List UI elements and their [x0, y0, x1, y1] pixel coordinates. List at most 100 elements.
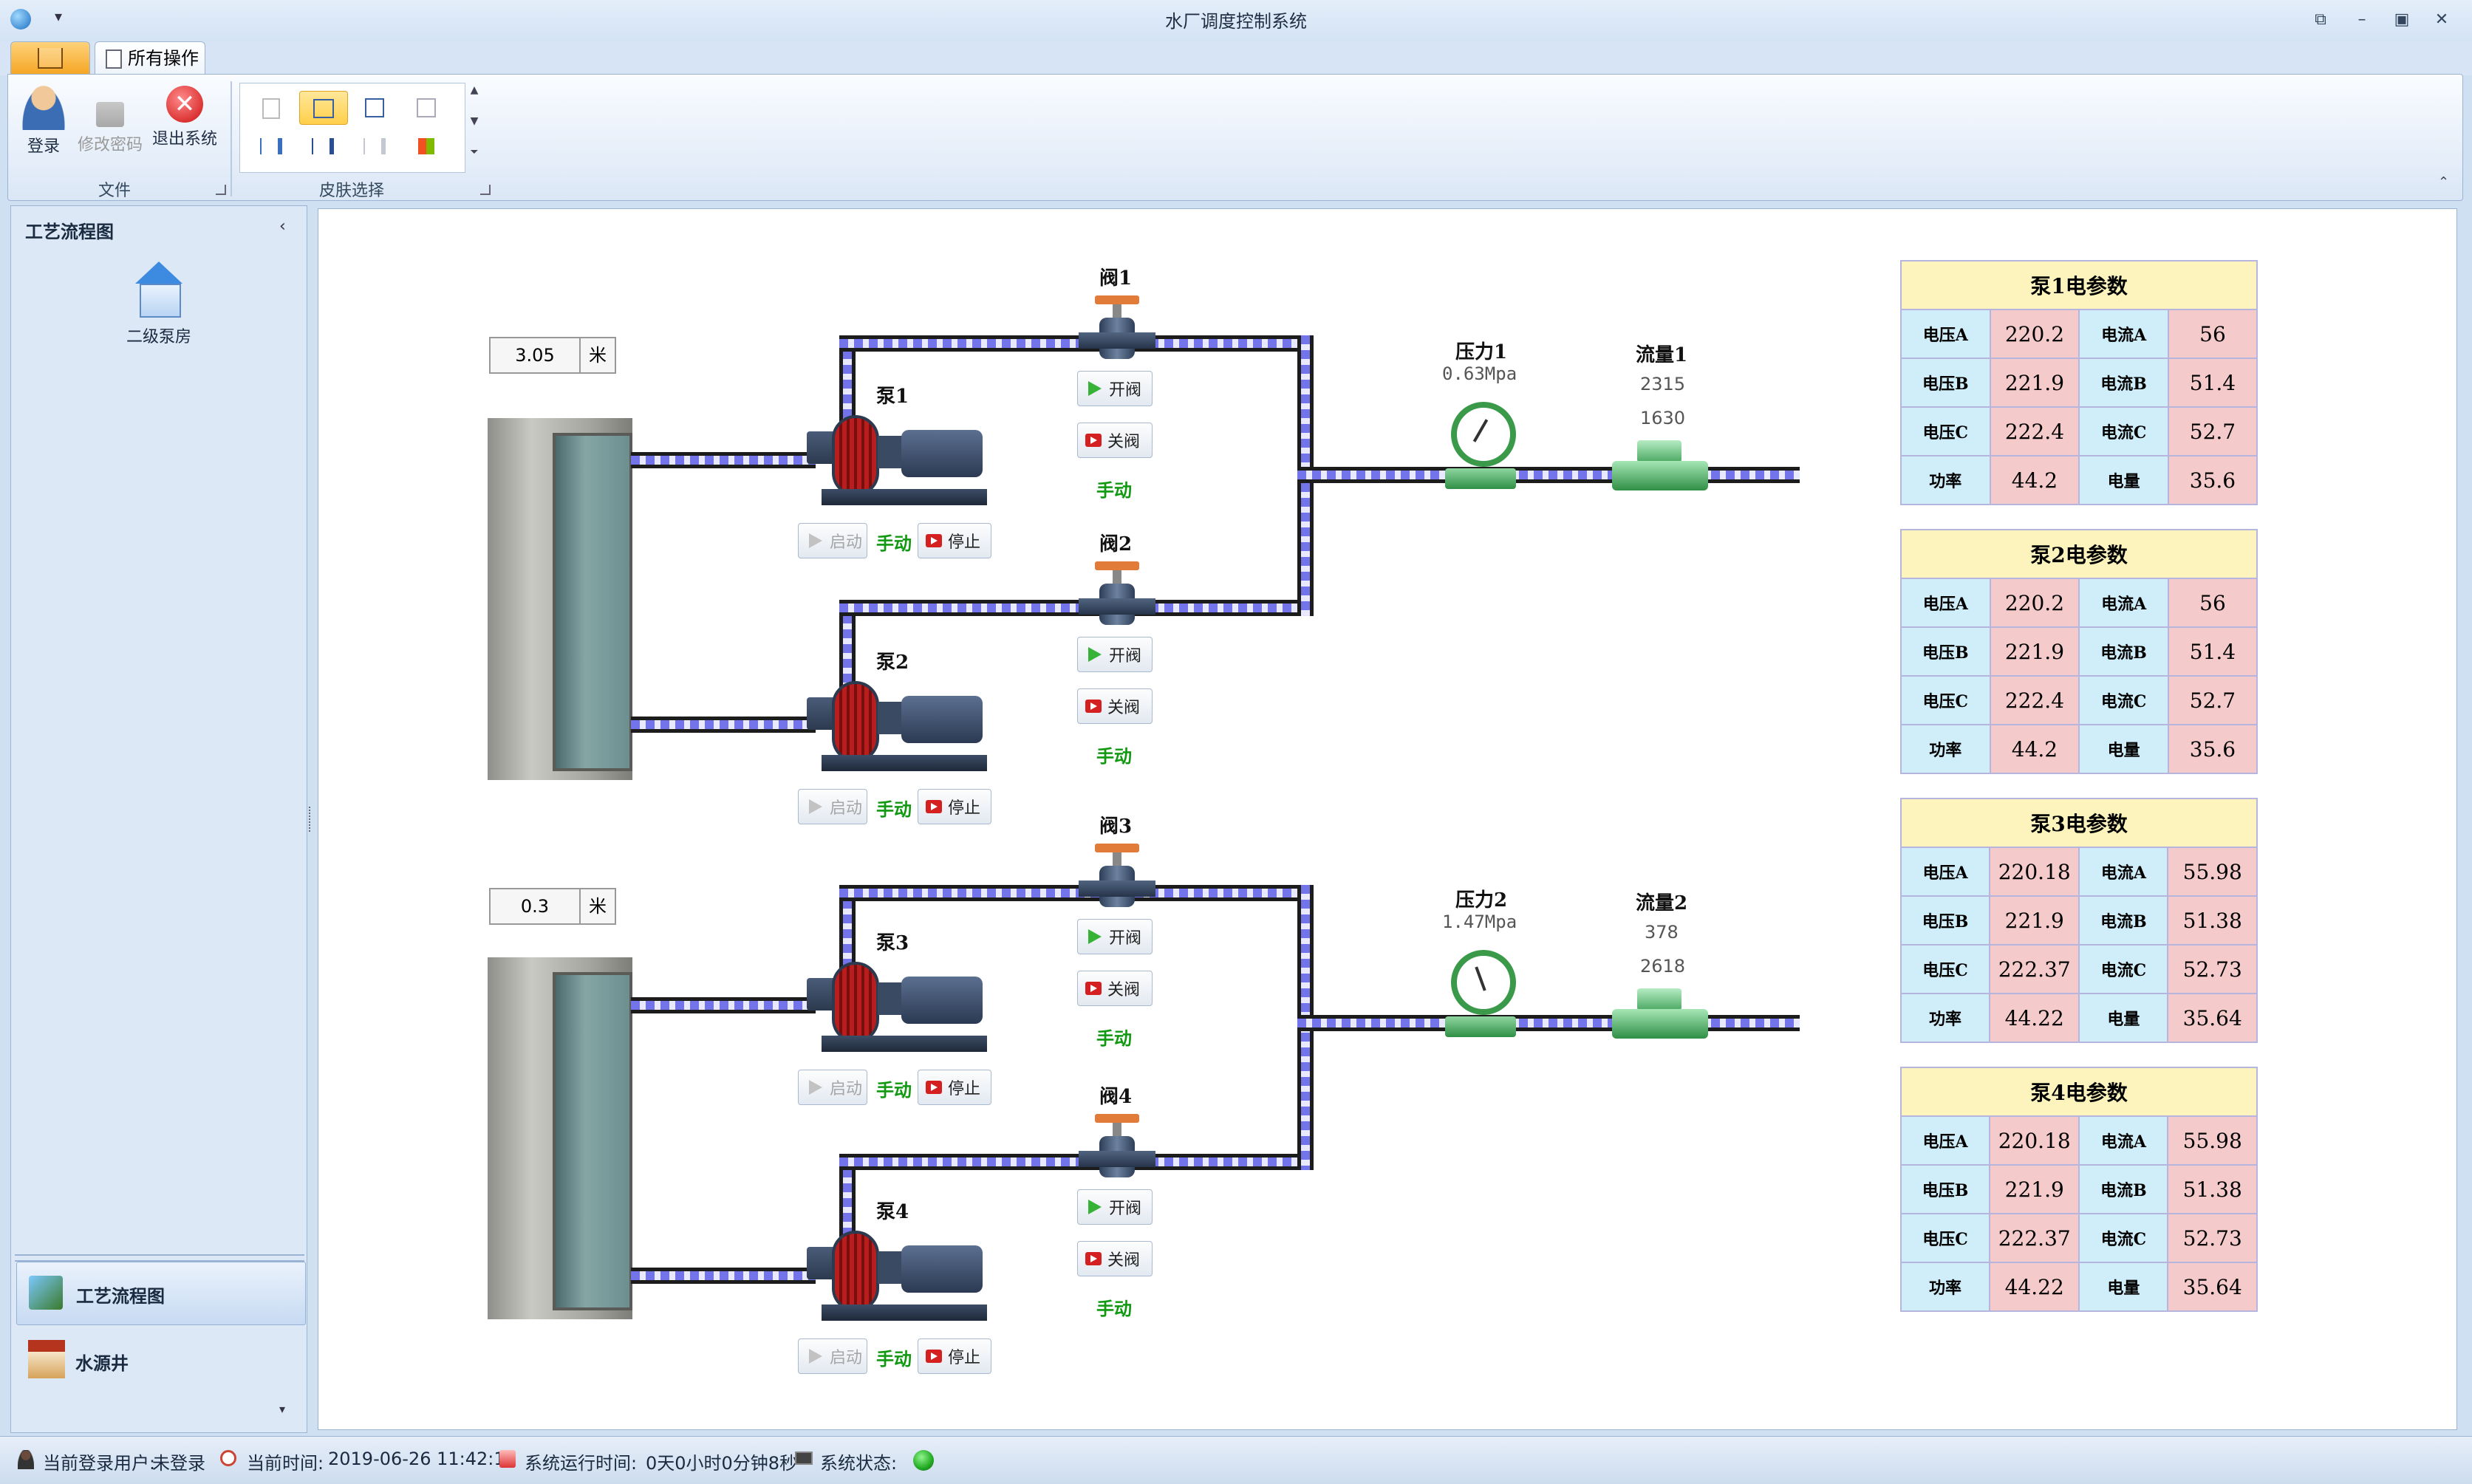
param-key: 电量: [2078, 724, 2169, 774]
skin-option-2-selected[interactable]: [299, 91, 348, 125]
param-value: 35.6: [2167, 455, 2258, 505]
valve1-close-button[interactable]: 关阀: [1077, 423, 1153, 458]
valve3-icon[interactable]: [1079, 844, 1155, 912]
valve4-close-button[interactable]: 关阀: [1077, 1241, 1153, 1276]
pump1-icon[interactable]: [807, 415, 987, 510]
login-button[interactable]: 登录: [12, 80, 75, 161]
valve4-open-button[interactable]: 开阀: [1077, 1189, 1153, 1225]
nav-item-well[interactable]: 水源井: [16, 1330, 304, 1392]
vs-icon: [363, 138, 386, 154]
valve3-close-button[interactable]: 关阀: [1077, 971, 1153, 1006]
skin-option-6[interactable]: [299, 131, 346, 163]
pump-room-item[interactable]: 二级泵房: [111, 259, 207, 362]
tab-all-operations[interactable]: 所有操作: [95, 41, 205, 75]
pump4-icon[interactable]: [807, 1231, 987, 1325]
close-button[interactable]: ✕: [2434, 10, 2449, 29]
maximize-button[interactable]: ▣: [2394, 10, 2410, 29]
pump3-start-button[interactable]: 启动: [798, 1070, 867, 1105]
params-table-title: 泵4电参数: [1900, 1067, 2258, 1117]
gallery-scroll-up-icon[interactable]: ▲: [470, 84, 479, 96]
windows-logo-icon: [418, 138, 434, 154]
tank2-window: [553, 972, 632, 1310]
exit-system-button[interactable]: ✕ 退出系统: [148, 80, 222, 161]
param-value: 222.37: [1989, 944, 2080, 994]
quick-access-menu-icon[interactable]: ▾: [55, 7, 63, 25]
valve2-open-button[interactable]: 开阀: [1077, 637, 1153, 672]
group-file-launcher-icon[interactable]: [216, 185, 226, 195]
gallery-expand-icon[interactable]: ⏷: [470, 146, 479, 158]
valve1-icon[interactable]: [1079, 295, 1155, 363]
pressure2-value: 1.47Mpa: [1442, 912, 1517, 932]
app-logo-icon[interactable]: [10, 9, 31, 30]
pump4-stop-button[interactable]: 停止: [918, 1338, 991, 1374]
pump3-icon[interactable]: [807, 962, 987, 1056]
skin-option-5[interactable]: [247, 131, 295, 163]
param-value: 52.7: [2167, 406, 2258, 457]
change-password-button[interactable]: 修改密码: [77, 80, 143, 161]
nav-item-process[interactable]: 工艺流程图: [16, 1262, 306, 1325]
flow-meter-1-icon: [1612, 440, 1708, 499]
param-value: 51.4: [2167, 358, 2258, 408]
param-key: 电流C: [2078, 1213, 2169, 1263]
skin-option-3[interactable]: [351, 91, 398, 123]
param-key: 电压B: [1899, 895, 1991, 946]
valve2-close-button[interactable]: 关阀: [1077, 688, 1153, 724]
skin-icon: [262, 98, 280, 119]
document-icon: [106, 49, 122, 69]
ribbon-collapse-icon[interactable]: ⌃: [2438, 174, 2450, 190]
pump1-start-button[interactable]: 启动: [798, 523, 867, 558]
nav-scroll-down-icon[interactable]: ▾: [279, 1402, 286, 1416]
panel-splitter[interactable]: [15, 1254, 304, 1262]
status-time-value: 2019-06-26 11:42:17: [328, 1449, 516, 1469]
skin-icon: [417, 98, 436, 117]
param-key: 电流C: [2078, 675, 2169, 725]
param-value: 55.98: [2167, 1115, 2258, 1166]
exit-system-label: 退出系统: [151, 130, 217, 148]
param-value: 44.2: [1989, 455, 2080, 505]
valve1-label: 阀1: [1099, 267, 1133, 290]
tank1-window: [553, 433, 632, 771]
tab-home[interactable]: [10, 41, 90, 75]
collapse-panel-icon[interactable]: ‹: [279, 217, 286, 236]
group-skin-launcher-icon[interactable]: [480, 185, 491, 195]
param-key: 电压C: [1900, 675, 1991, 725]
skin-option-1[interactable]: [247, 91, 295, 123]
param-key: 电流B: [2078, 626, 2169, 677]
skin-icon: [365, 98, 384, 117]
panel-grip-icon[interactable]: [309, 807, 313, 832]
pump1-stop-button[interactable]: 停止: [918, 523, 991, 558]
restore-layout-icon[interactable]: ⧉: [2315, 10, 2326, 29]
skin-option-8[interactable]: [403, 131, 450, 163]
group-file-label: 文件: [98, 182, 131, 200]
pump2-start-button[interactable]: 启动: [798, 789, 867, 824]
house-icon: [28, 1340, 65, 1378]
pipe-tank2-pump3: [631, 997, 816, 1013]
valve4-icon[interactable]: [1079, 1114, 1155, 1182]
change-password-label: 修改密码: [77, 136, 143, 154]
pump3-stop-button[interactable]: 停止: [918, 1070, 991, 1105]
pump4-start-button[interactable]: 启动: [798, 1338, 867, 1374]
param-value: 35.6: [2167, 724, 2258, 774]
valve3-open-button[interactable]: 开阀: [1077, 919, 1153, 954]
skin-option-7[interactable]: [351, 131, 398, 163]
pump1-mode: 手动: [876, 533, 912, 554]
params-table-title: 泵1电参数: [1900, 260, 2258, 310]
param-value: 56: [2167, 578, 2258, 628]
pump2-icon[interactable]: [807, 681, 987, 776]
pipe-header-1: [839, 335, 1312, 352]
skin-option-4[interactable]: [403, 91, 450, 123]
start-label: 启动: [830, 1080, 863, 1098]
param-value: 220.18: [1989, 847, 2080, 897]
stop-label: 停止: [948, 533, 981, 552]
param-value: 221.9: [1989, 895, 2080, 946]
valve1-open-button[interactable]: 开阀: [1077, 371, 1153, 406]
play-icon: [1088, 1200, 1102, 1214]
gallery-scroll-down-icon[interactable]: ▼: [470, 115, 479, 127]
flow2-value-1: 378: [1645, 922, 1679, 943]
pump2-stop-button[interactable]: 停止: [918, 789, 991, 824]
minimize-button[interactable]: –: [2357, 10, 2366, 29]
param-key: 电流C: [2078, 406, 2169, 457]
valve2-icon[interactable]: [1079, 561, 1155, 629]
param-value: 52.7: [2167, 675, 2258, 725]
